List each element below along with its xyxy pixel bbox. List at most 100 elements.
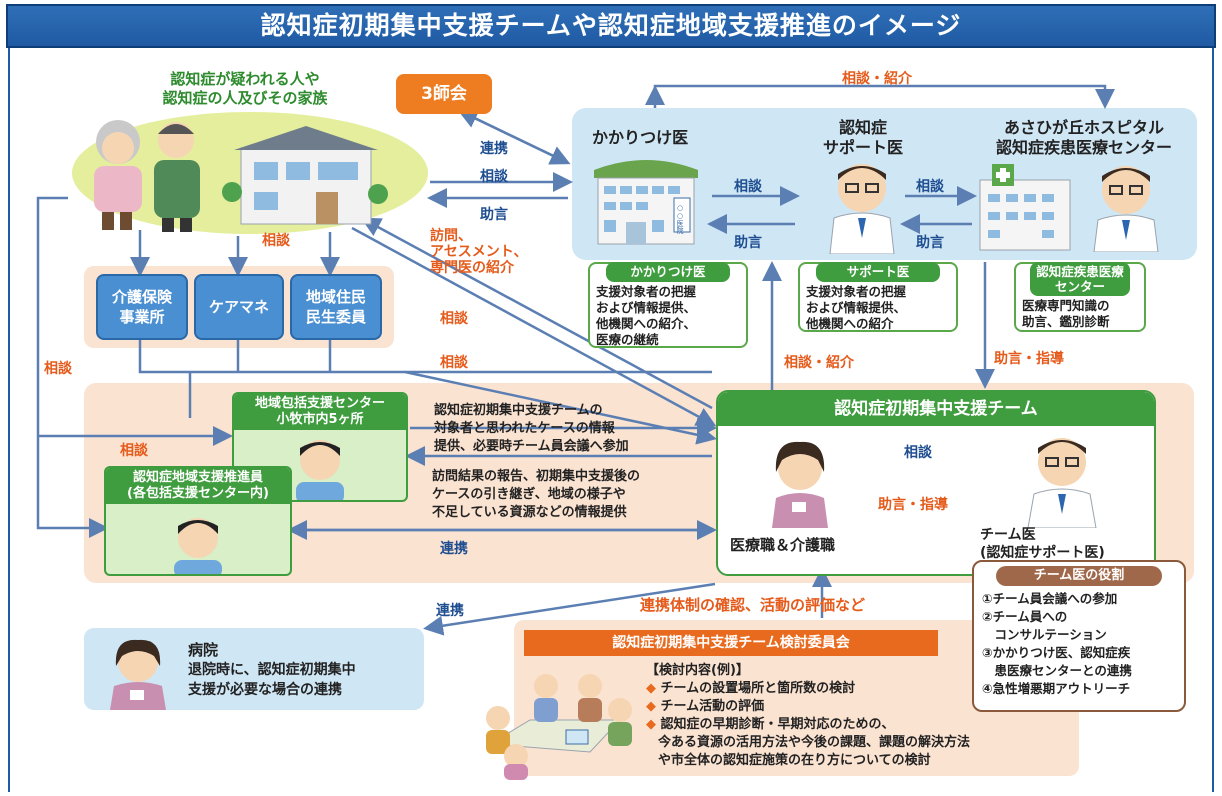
diamond-icon: ◆ [646,717,656,732]
hospital-text: 病院 退院時に、認知症初期集中 支援が必要な場合の連携 [188,640,356,700]
sanshikai-box: 3師会 [396,74,492,114]
suishin-title: 認知症地域支援推進員 (各包括支援センター内) [106,468,290,504]
committee-extra-line2: や市全体の認知症施策の在り方についての検討 [658,753,931,768]
note-kakaritsuke-line2: および情報提供、 [596,300,697,315]
houkatsu-title-line2: 小牧市内5ヶ所 [276,412,364,427]
kaigo-line1: 介護保険 [111,288,172,306]
note-center-title-line2: センター [1054,279,1105,294]
family-illustration [94,120,388,232]
committee-subtitle: 【検討内容(例)】 [646,663,749,678]
houmon-line1: 訪問、 [430,228,472,244]
note-center-title-line1: 認知症疾患医療 [1036,264,1124,279]
renkei-label-3: 連携 [436,603,464,619]
hospital-nurse-icon [110,639,166,710]
family-label-line1: 認知症が疑われる人や [170,70,320,88]
soudan-mid-label-1: 相談 [440,311,468,327]
support-line2: サポート医 [822,138,903,157]
note-center-line2: 助言、鑑別診断 [1022,314,1110,329]
hospital-title: 病院 [188,641,219,659]
team-jogen-label: 助言・指導 [878,497,948,513]
note-kakaritsuke-line1: 支援対象者の把握 [596,284,697,299]
support-doctor-label: 認知症 サポート医 [808,118,918,158]
kakaritsuke-label: かかりつけ医 [592,128,689,147]
committee-extra: 今ある資源の活用方法や今後の課題、課題の解決方法 や市全体の認知症施策の在り方に… [658,734,970,770]
info-text-2-line2: ケースの引き継ぎ、地域の様子や [432,487,626,502]
kaigo-line2: 事業所 [119,308,165,326]
info-text-1: 認知症初期集中支援チームの 対象者と思われたケースの情報 提供、必要時チーム員会… [434,402,629,456]
suishin-title-line1: 認知症地域支援推進員 [132,470,263,485]
info-text-2-line1: 訪問結果の報告、初期集中支援後の [432,469,641,484]
note-support-title: サポート医 [816,262,940,282]
role-line4: ③かかりつけ医、認知症疾 [982,645,1131,660]
team-doctor-line2: (認知症サポート医) [980,545,1105,561]
team-nurse-icon [772,441,828,528]
family-label: 認知症が疑われる人や 認知症の人及びその家族 [120,70,370,108]
advice-label-2: 助言 [916,235,944,251]
jogen-label-1: 助言 [480,207,508,223]
info-text-2: 訪問結果の報告、初期集中支援後の ケースの引き継ぎ、地域の様子や 不足している資… [432,468,640,522]
note-kakaritsuke: かかりつけ医 支援対象者の把握 および情報提供、 他機関への紹介、 医療の継続 [588,262,748,348]
role-title: チーム医の役割 [996,566,1162,586]
chiiki-line1: 地域住民 [305,288,366,306]
committee-item-1: ◆ チームの設置場所と箇所数の検討 [646,680,895,698]
page-title: 認知症初期集中支援チームや認知症地域支援推進のイメージ [260,11,962,40]
info-text-1-line2: 対象者と思われたケースの情報 [434,421,615,436]
team-nurse-label: 医療職＆介護職 [730,536,836,554]
team-doctor-icon [1027,438,1097,528]
committee-item-2-text: チーム活動の評価 [660,699,765,714]
family-label-line2: 認知症の人及びその家族 [162,89,328,107]
soudan-left-label-2: 相談 [120,443,148,459]
hospital-line1: 退院時に、認知症初期集中 [188,662,356,678]
houkatsu-title-line1: 地域包括支援センター [254,396,385,411]
diamond-icon: ◆ [646,681,656,696]
clinic-building-icon [594,160,698,245]
note-support-line1: 支援対象者の把握 [806,284,907,299]
outer-frame [8,48,1214,792]
sanshikai-label: 3師会 [421,84,467,104]
team-doctor-line1: チーム医 [980,527,1036,543]
support-doctor-icon [829,164,895,254]
renkei-label-1: 連携 [480,141,508,157]
committee-item-3: ◆ 認知症の早期診断・早期対応のための、 [646,716,895,734]
hospital-center-label: あさひが丘ホスピタル 認知症疾患医療センター [976,118,1192,158]
houmon-line3: 専門医の紹介 [430,260,514,276]
clinic-sign: ○○医院 [676,204,684,234]
soudan-left-label: 相談 [44,361,72,377]
renkei-label-2: 連携 [440,541,468,557]
note-kakaritsuke-line4: 医療の継続 [596,332,659,347]
role-line2: ②チーム員への [982,609,1068,624]
houkatsu-person-icon [296,440,344,500]
info-text-1-line1: 認知症初期集中支援チームの [434,403,603,418]
role-line3: コンサルテーション [982,627,1107,642]
committee-title: 認知症初期集中支援チーム検討委員会 [524,630,938,656]
hospital-line2: 認知症疾患医療センター [995,138,1172,157]
soudan-kaigo-label: 相談・紹介 [784,355,854,371]
role-line5: 患医療センターとの連携 [982,663,1132,678]
team-title: 認知症初期集中支援チーム [718,392,1154,426]
note-support-line2: および情報提供、 [806,300,907,315]
note-center: 認知症疾患医療 センター 医療専門知識の 助言、鑑別診断 [1014,262,1146,332]
note-support: サポート医 支援対象者の把握 および情報提供、 他機関への紹介 [798,262,958,332]
committee-item-2: ◆ チーム活動の評価 [646,698,895,716]
houmon-line2: アセスメント、 [430,244,528,260]
role-line1: ①チーム員会議への参加 [982,591,1118,606]
soudan-label-1: 相談 [480,169,508,185]
kaigo-box: 介護保険 事業所 [96,274,188,340]
note-support-line3: 他機関への紹介 [806,316,894,331]
chiiki-line2: 民生委員 [305,308,366,326]
note-kakaritsuke-title: かかりつけ医 [606,262,730,282]
committee-item-3-text: 認知症の早期診断・早期対応のための、 [660,717,895,732]
soudan-family-label: 相談 [262,233,290,249]
team-doctor-label: チーム医 (認知症サポート医) [980,526,1105,562]
committee-extra-line1: 今ある資源の活用方法や今後の課題、課題の解決方法 [658,735,971,750]
houkatsu-title: 地域包括支援センター 小牧市内5ヶ所 [234,394,406,430]
suishin-box: 認知症地域支援推進員 (各包括支援センター内) [104,466,292,576]
suishin-person-icon [174,518,222,574]
advice-label-1: 助言 [734,235,762,251]
note-center-title: 認知症疾患医療 センター [1030,262,1130,296]
suishin-title-line2: (各包括支援センター内) [127,486,269,501]
committee-meeting-icon [486,674,632,780]
note-kakaritsuke-line3: 他機関への紹介、 [596,316,697,331]
soudan-mid-label-2: 相談 [440,355,468,371]
consult-label-2: 相談 [916,179,944,195]
